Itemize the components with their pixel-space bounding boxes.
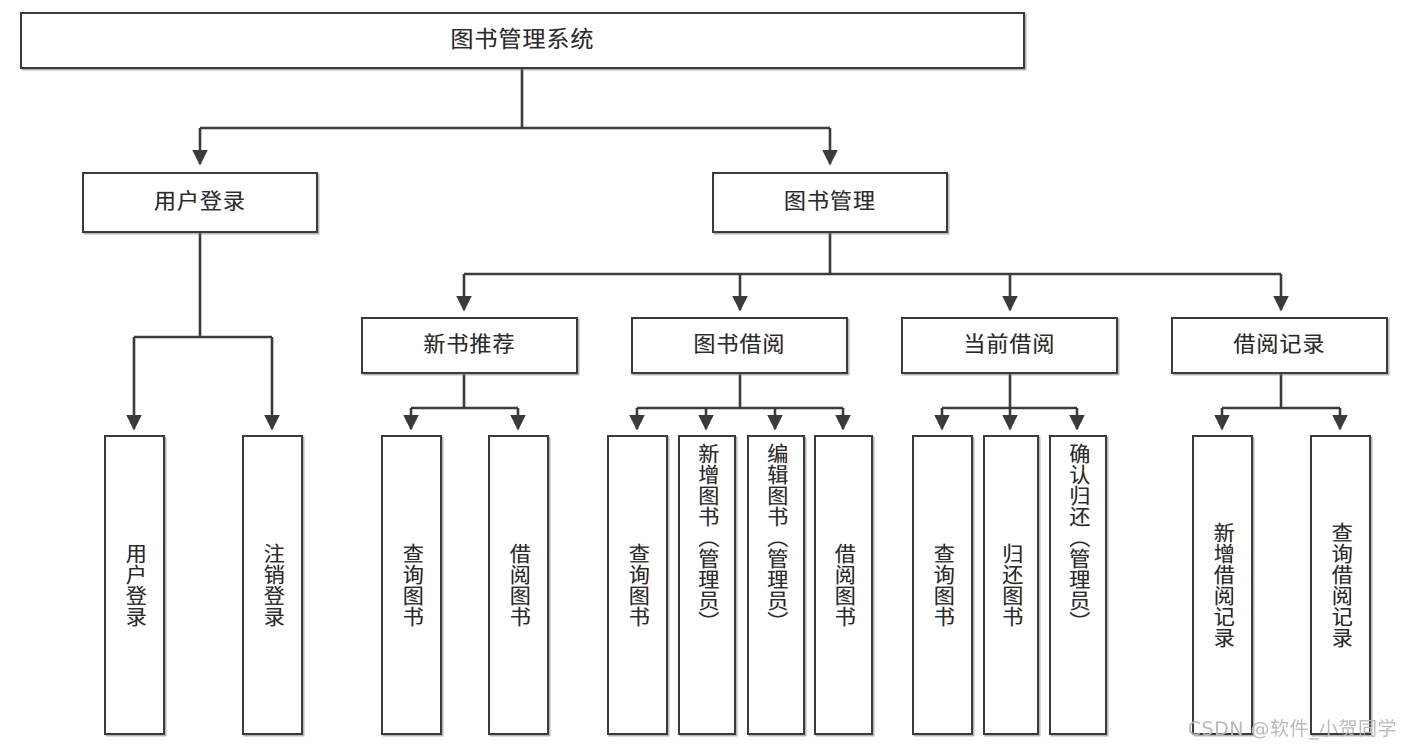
- node-book-borrow[interactable]: 图书借阅: [631, 317, 848, 374]
- node-label: 新增图书（管理员）: [695, 443, 720, 632]
- node-label: 确认归还（管理员）: [1066, 443, 1091, 632]
- node-leaf-query-borrow-record[interactable]: 查询借阅记录: [1310, 435, 1371, 735]
- node-leaf-confirm-return-admin[interactable]: 确认归还（管理员）: [1049, 435, 1107, 735]
- node-label: 借阅图书: [832, 543, 857, 627]
- node-leaf-edit-book-admin[interactable]: 编辑图书（管理员）: [747, 435, 805, 735]
- node-label: 新书推荐: [423, 332, 516, 358]
- node-label: 归还图书: [999, 543, 1024, 627]
- node-leaf-borrow-book-recommend[interactable]: 借阅图书: [488, 435, 549, 735]
- node-user-login[interactable]: 用户登录: [82, 172, 318, 233]
- node-leaf-logout-login[interactable]: 注销登录: [242, 435, 303, 735]
- node-leaf-user-login[interactable]: 用户登录: [104, 435, 165, 735]
- node-label: 查询图书: [626, 543, 651, 627]
- node-label: 借阅记录: [1233, 332, 1326, 358]
- node-label: 借阅图书: [507, 543, 532, 627]
- csdn-watermark: CSDN @软件_小贺同学: [1187, 718, 1397, 740]
- node-leaf-return-book[interactable]: 归还图书: [983, 435, 1039, 735]
- node-label: 查询图书: [400, 543, 425, 627]
- node-leaf-query-book-recommend[interactable]: 查询图书: [381, 435, 442, 735]
- node-label: 当前借阅: [963, 332, 1056, 358]
- node-label: 注销登录: [261, 543, 286, 627]
- node-leaf-query-book-current[interactable]: 查询图书: [912, 435, 973, 735]
- node-leaf-add-book-admin[interactable]: 新增图书（管理员）: [678, 435, 736, 735]
- node-current-borrow[interactable]: 当前借阅: [901, 317, 1118, 374]
- node-label: 查询图书: [931, 543, 956, 627]
- node-label: 用户登录: [153, 189, 246, 215]
- node-borrow-record[interactable]: 借阅记录: [1171, 317, 1388, 374]
- node-label: 编辑图书（管理员）: [764, 443, 789, 632]
- node-book-management[interactable]: 图书管理: [712, 172, 948, 233]
- node-new-book-recommend[interactable]: 新书推荐: [361, 317, 578, 374]
- node-label: 用户登录: [123, 543, 148, 627]
- node-label: 查询借阅记录: [1329, 522, 1354, 648]
- node-label: 图书管理系统: [450, 27, 595, 54]
- node-leaf-query-book-borrow[interactable]: 查询图书: [607, 435, 668, 735]
- node-leaf-borrow-book[interactable]: 借阅图书: [814, 435, 873, 735]
- node-label: 新增借阅记录: [1211, 522, 1236, 648]
- node-label: 图书借阅: [693, 332, 786, 358]
- node-book-management-system[interactable]: 图书管理系统: [20, 12, 1025, 69]
- node-label: 图书管理: [783, 189, 876, 215]
- node-leaf-add-borrow-record[interactable]: 新增借阅记录: [1192, 435, 1253, 735]
